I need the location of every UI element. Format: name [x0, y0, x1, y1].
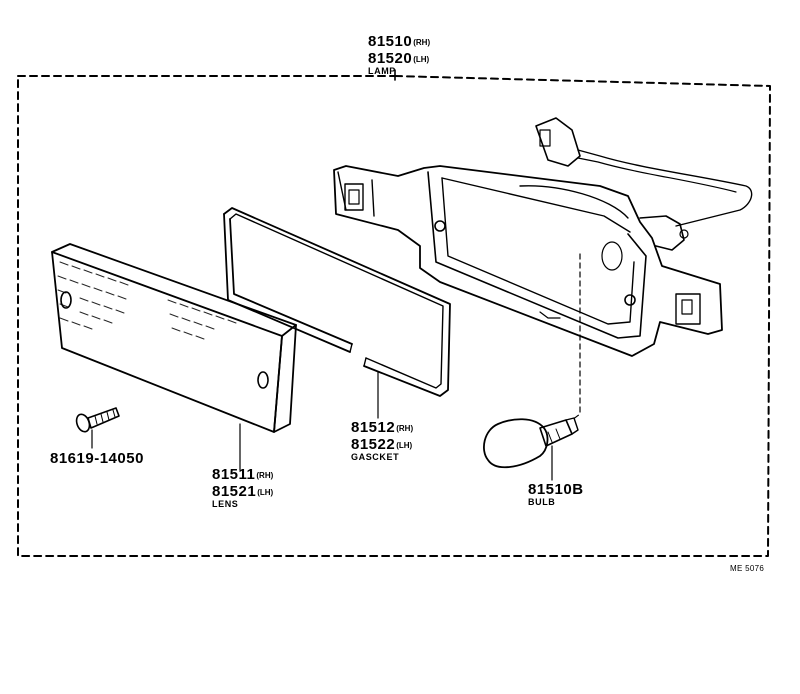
lens-part — [51, 243, 297, 471]
lens-part-number-lh: 81521 — [212, 483, 257, 500]
lens-part-number-rh: 81511 — [212, 466, 256, 483]
drawing-code: ME 5076 — [730, 564, 765, 573]
gasket-part-number-rh: 81512 — [351, 419, 396, 436]
bulb-part — [483, 417, 579, 481]
lamp-caption: LAMP — [368, 66, 396, 76]
bulb-insertion-path — [571, 253, 581, 421]
gasket-side-lh: (LH) — [396, 441, 413, 450]
lamp-side-rh: (RH) — [413, 38, 431, 47]
gasket-caption: GASCKET — [351, 452, 400, 462]
bulb-part-number: 81510B — [528, 481, 584, 498]
gasket-label: 81512(RH) 81522(LH) GASCKET — [351, 420, 413, 462]
lens-side-lh: (LH) — [257, 488, 274, 497]
gasket-side-rh: (RH) — [396, 424, 414, 433]
lamp-label: 81510(RH) 81520(LH) LAMP — [368, 34, 430, 76]
bulb-caption: BULB — [528, 497, 556, 507]
lamp-side-lh: (LH) — [413, 55, 430, 64]
screw-part-number: 81619-14050 — [50, 450, 144, 467]
assembly-boundary — [17, 75, 771, 557]
lens-caption: LENS — [212, 499, 239, 509]
lamp-housing-part — [333, 165, 723, 357]
screw-part — [75, 407, 120, 449]
lamp-part-number-rh: 81510 — [368, 33, 413, 50]
lens-label: 81511(RH) 81521(LH) LENS — [212, 467, 273, 509]
gasket-part — [223, 207, 451, 419]
bulb-label: 81510B BULB — [528, 482, 584, 507]
gasket-part-number-lh: 81522 — [351, 436, 396, 453]
lamp-part-number-lh: 81520 — [368, 50, 413, 67]
socket-wire-part — [535, 117, 753, 251]
lens-side-rh: (RH) — [256, 471, 274, 480]
